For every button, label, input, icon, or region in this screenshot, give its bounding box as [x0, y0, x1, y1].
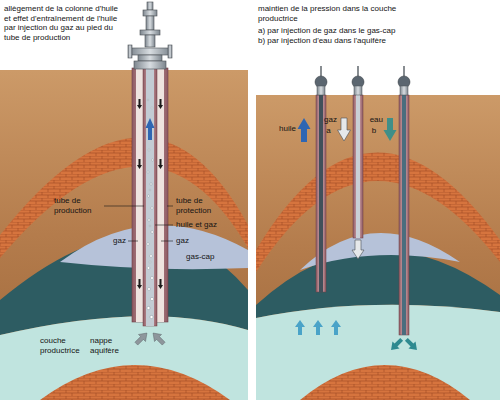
gas-lift-well [104, 2, 173, 347]
wellhead [128, 2, 172, 69]
label-slot: tube de production [54, 196, 100, 215]
label-slot: gas-cap [186, 252, 236, 262]
tube-bore [146, 62, 154, 326]
water-drive-arrows [295, 320, 341, 335]
flow-label: huile [266, 124, 296, 134]
water-injection-well [398, 66, 410, 335]
zone-label: nappe aquifère [90, 336, 130, 355]
label-slot: gaz [106, 236, 126, 246]
label-slot: maintien de la pression dans la couche p… [258, 4, 423, 23]
part-label: tube de production [54, 196, 100, 215]
flow-label: eau [365, 115, 383, 125]
aquifer-zone [0, 316, 248, 400]
water-injection-arrows [388, 336, 421, 354]
panel-heading: a) par injection de gaz dans le gas-cap [258, 26, 494, 36]
label-slot: a [320, 126, 337, 136]
gas-arrow-down [338, 118, 351, 141]
label-slot: allègement de la colonne d'huile et effe… [4, 4, 126, 42]
flow-label: gaz [106, 236, 126, 246]
oil-well [315, 66, 327, 292]
strata-left [0, 70, 248, 400]
label-slot: huile et gaz [176, 220, 236, 230]
zone-label: couche productrice [40, 336, 86, 355]
callout-letter: a [320, 126, 337, 136]
production-tube [143, 62, 157, 326]
label-slot: eau [365, 115, 383, 125]
lower-rock [300, 365, 470, 400]
part-label: tube de protection [176, 196, 226, 215]
zone-label: gas-cap [186, 252, 236, 262]
panel-heading: maintien de la pression dans la couche p… [258, 4, 423, 23]
leader-lines [104, 206, 173, 241]
water-arrow-down [384, 118, 397, 141]
label-slot: b) par injection d'eau dans l'aquifère [258, 36, 494, 46]
cap-rock [256, 152, 500, 272]
flow-arrow-up [146, 118, 155, 140]
inflow-arrows [133, 330, 167, 348]
gas-injection-well [352, 66, 364, 238]
flow-label: gaz [176, 236, 206, 246]
panel-heading: allègement de la colonne d'huile et effe… [4, 4, 126, 42]
gas-injection-arrow [352, 240, 364, 259]
label-slot: b [365, 126, 383, 136]
earth-ground [256, 95, 500, 400]
strata-right [256, 95, 500, 400]
label-slot: a) par injection de gaz dans le gas-cap [258, 26, 494, 36]
aquifer-zone [256, 305, 500, 400]
flow-label: huile et gaz [176, 220, 236, 230]
earth-ground [0, 70, 248, 400]
flow-label: gaz [320, 115, 337, 125]
label-slot: gaz [176, 236, 206, 246]
lower-rock [40, 365, 230, 400]
label-slot: gaz [320, 115, 337, 125]
callout-letter: b [365, 126, 383, 136]
label-slot: couche productrice [40, 336, 86, 355]
label-slot: huile [266, 124, 296, 134]
panel-heading: b) par injection d'eau dans l'aquifère [258, 36, 494, 46]
gas-flow-arrows [137, 99, 163, 289]
oil-arrow-up [298, 118, 311, 142]
label-slot: tube de protection [176, 196, 226, 215]
label-slot: nappe aquifère [90, 336, 130, 355]
